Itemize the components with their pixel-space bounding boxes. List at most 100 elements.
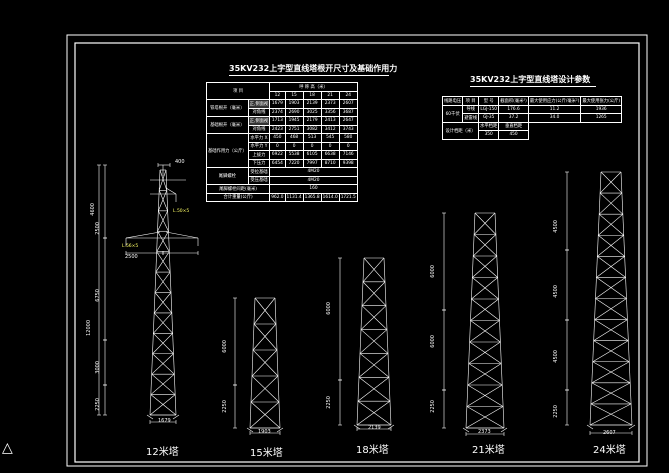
table1-cell: 上拔力	[247, 150, 271, 160]
table-row: 尾脚螺栓间距(毫米)160	[205, 184, 358, 194]
tower-label-18m: 18米塔	[356, 445, 389, 456]
table1-cell: 铁塔根开（毫米）	[206, 99, 249, 117]
table1-cell: 18	[302, 90, 322, 100]
tower-24m-brace	[591, 361, 630, 384]
tower-12m-brace	[153, 292, 172, 314]
table1-cell: 0	[302, 141, 322, 151]
table-design-params: 线路电压项 目型 号截面积(毫米²)最大使用应力(公斤/毫米²)最大使用张力(公…	[441, 96, 623, 140]
title2-underline	[470, 86, 596, 87]
tower-15m-brace	[254, 297, 277, 325]
tower-18m-brace	[359, 329, 388, 354]
table1-cell: 呼 称 高（米）	[269, 82, 358, 92]
tower-18m-brace	[359, 353, 390, 378]
table2-cell: 350	[478, 130, 500, 140]
table2-cell: 避雷线	[462, 113, 480, 123]
tower-15m-brace	[253, 297, 276, 325]
dim-24m-4: 2250	[553, 405, 559, 418]
tower-label-12m: 12米塔	[146, 447, 179, 458]
table1-cell: 1365.8	[302, 192, 322, 202]
table1-cell: 160	[269, 184, 358, 194]
table2-header-row: 线路电压项 目型 号截面积(毫米²)最大使用应力(公斤/毫米²)最大使用张力(公…	[441, 96, 623, 106]
tower-18m-brace	[360, 305, 387, 330]
tower-label-15m: 15米塔	[250, 448, 283, 459]
dim-12m-arm-width: 2500	[125, 254, 138, 260]
table1-cell: 对角线	[247, 124, 271, 134]
dim-15m-lower: 2250	[222, 400, 228, 413]
table1-header-row: 项 目呼 称 高（米）	[205, 82, 358, 100]
tower-21m-brace	[469, 341, 502, 364]
tower-24m-brace	[598, 235, 625, 257]
tower-24m-foot	[628, 424, 636, 430]
tower-24m-brace	[597, 235, 624, 257]
tower-24m-brace	[598, 213, 624, 236]
table1-cell: 1721.5	[338, 192, 358, 202]
table1-cell: 513	[302, 133, 322, 143]
tower-15m-brace	[253, 323, 278, 351]
table1-cell: 2374	[269, 107, 286, 117]
table1-cell: 6454	[269, 158, 286, 168]
table1-title: 35KV232上字型直线塔根开尺寸及基础作用力	[229, 64, 398, 73]
table1-cell: 9398	[338, 158, 358, 168]
table1-cell: 6105	[302, 150, 322, 160]
tower-24m-brace	[600, 171, 623, 194]
table1-cell: 对角线	[247, 107, 271, 117]
dim-12m-top-width: 400	[175, 159, 185, 165]
table1-cell: 合计重量(公斤)	[205, 192, 271, 202]
tower-21m-brace	[472, 234, 497, 257]
title-underline	[229, 75, 389, 76]
tower-12m-brace	[150, 394, 177, 416]
tower-12m-brace	[156, 231, 169, 252]
tower-label-24m: 24米塔	[593, 445, 626, 456]
dim-21m-upper: 6000	[430, 265, 436, 278]
dim-12m-bot: 2250	[95, 398, 101, 411]
tower-18m-leg	[356, 257, 365, 426]
table1-cell: 2690	[284, 107, 304, 117]
tower-12m-brace	[153, 333, 174, 354]
tower-21m-brace	[470, 298, 499, 321]
tower-18m-brace	[357, 377, 390, 402]
table1-cell: 12	[269, 90, 286, 100]
tower-21m-brace	[466, 384, 503, 407]
table1-cell: 基础根开（毫米）	[206, 116, 249, 134]
table2-cell: 60千伏	[441, 104, 464, 123]
dim-18m-lower: 2250	[326, 396, 332, 409]
tower-12m-brace	[151, 373, 176, 395]
table1-cell: 正,侧面视	[247, 99, 271, 109]
tower-18m-brace	[361, 305, 388, 330]
tower-15m-brace	[250, 375, 279, 403]
tower-15m-brace	[252, 349, 279, 377]
dim-18m-upper: 6000	[326, 302, 332, 315]
table2-cell: 37.2	[498, 113, 529, 123]
tower-24m-brace	[597, 256, 626, 278]
tower-12m-brace	[158, 210, 169, 232]
tower-12m-brace	[150, 373, 175, 395]
tower-12m-brace	[152, 333, 173, 354]
tower-18m-brace	[362, 281, 387, 306]
dim-12m-total: 12000	[86, 320, 92, 336]
tower-21m-brace	[468, 341, 501, 364]
table1-cell: 水平力 Y	[247, 141, 271, 151]
table1-cell: 4M20	[269, 167, 358, 177]
tower-21m-brace	[470, 320, 501, 343]
tower-15m-brace	[251, 375, 280, 403]
tower-21m-brace	[473, 212, 496, 235]
table2-cell: 垂直档距	[498, 121, 529, 131]
table1-cell: 3025	[302, 107, 322, 117]
table1-cell: 468	[284, 133, 304, 143]
tower-21m-brace	[472, 255, 497, 278]
table1-cell: 1903	[284, 99, 304, 109]
tower-12m-foot	[172, 414, 180, 420]
table2-cell: 最大使用张力(公斤)	[580, 96, 623, 106]
table1-cell: 正,侧面视	[247, 116, 271, 126]
table1-cell: 450	[269, 133, 286, 143]
table1-cell: 580	[338, 133, 358, 143]
table1-cell: 0	[284, 141, 304, 151]
tower-24m-brace	[594, 319, 629, 341]
tower-21m-foot	[500, 427, 508, 433]
tower-18m-brace	[358, 353, 389, 378]
table1-cell: 基础作用力（公斤）	[206, 133, 249, 168]
dim-24m-2: 4500	[553, 285, 559, 298]
